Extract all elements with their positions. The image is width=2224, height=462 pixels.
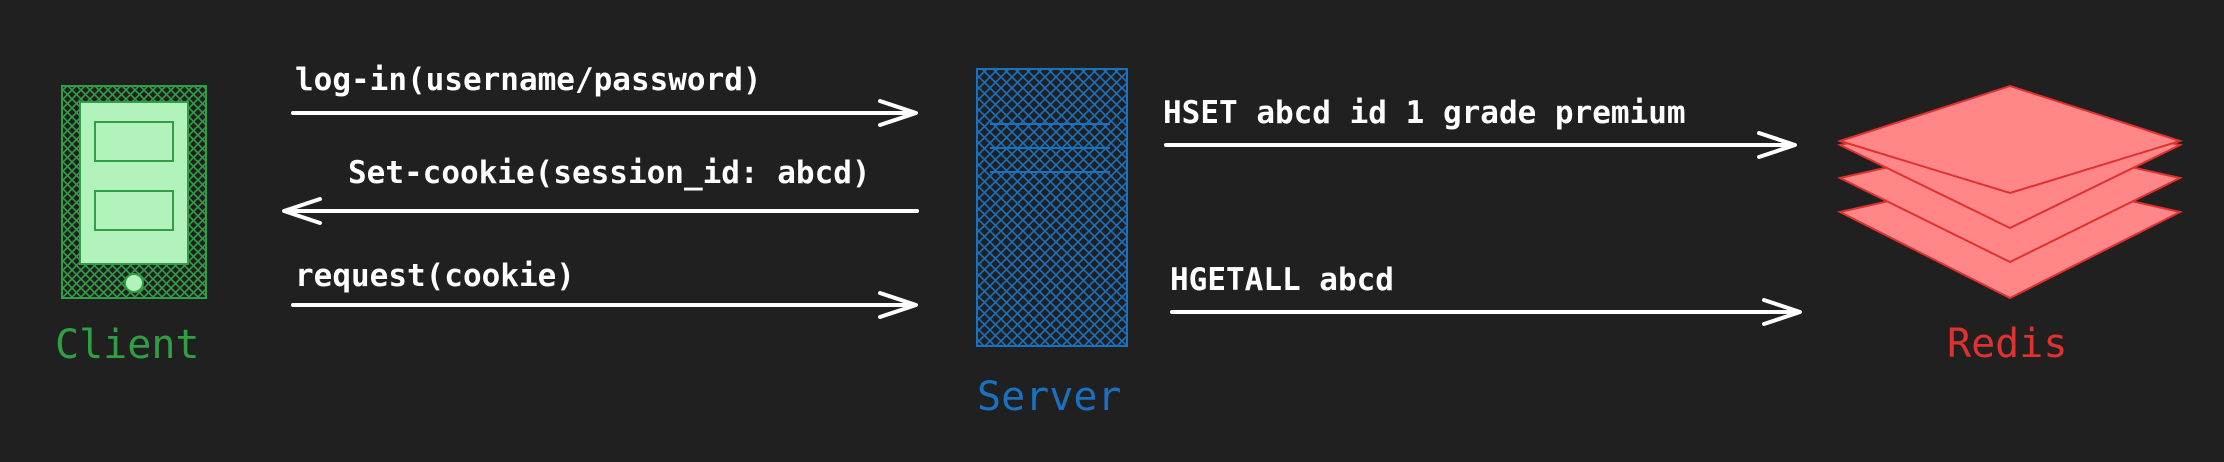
client-node: Client	[55, 85, 207, 368]
set-cookie-message: Set-cookie(session_id: abcd)	[282, 155, 919, 225]
hgetall-label: HGETALL abcd	[1170, 262, 1394, 298]
phone-icon	[61, 85, 207, 299]
request-label: request(cookie)	[295, 258, 575, 294]
hset-label: HSET abcd id 1 grade premium	[1163, 95, 1686, 131]
hgetall-message: HGETALL abcd	[1170, 262, 1802, 326]
set-cookie-label: Set-cookie(session_id: abcd)	[348, 155, 871, 191]
redis-stack-icon	[1836, 84, 2184, 300]
arrow-right-icon	[291, 291, 918, 319]
arrow-left-icon	[282, 197, 919, 225]
redis-node: Redis	[1836, 84, 2184, 367]
arrow-right-icon	[1170, 298, 1802, 326]
server-label: Server	[977, 374, 1122, 420]
server-icon	[976, 68, 1128, 347]
login-message: log-in(username/password)	[291, 62, 918, 127]
client-label: Client	[55, 322, 200, 368]
arrow-right-icon	[291, 99, 918, 127]
server-node: Server	[976, 68, 1128, 420]
redis-label: Redis	[1947, 321, 2067, 367]
request-message: request(cookie)	[291, 258, 918, 319]
arrow-right-icon	[1164, 131, 1797, 159]
login-label: log-in(username/password)	[295, 62, 762, 98]
hset-message: HSET abcd id 1 grade premium	[1163, 95, 1797, 159]
